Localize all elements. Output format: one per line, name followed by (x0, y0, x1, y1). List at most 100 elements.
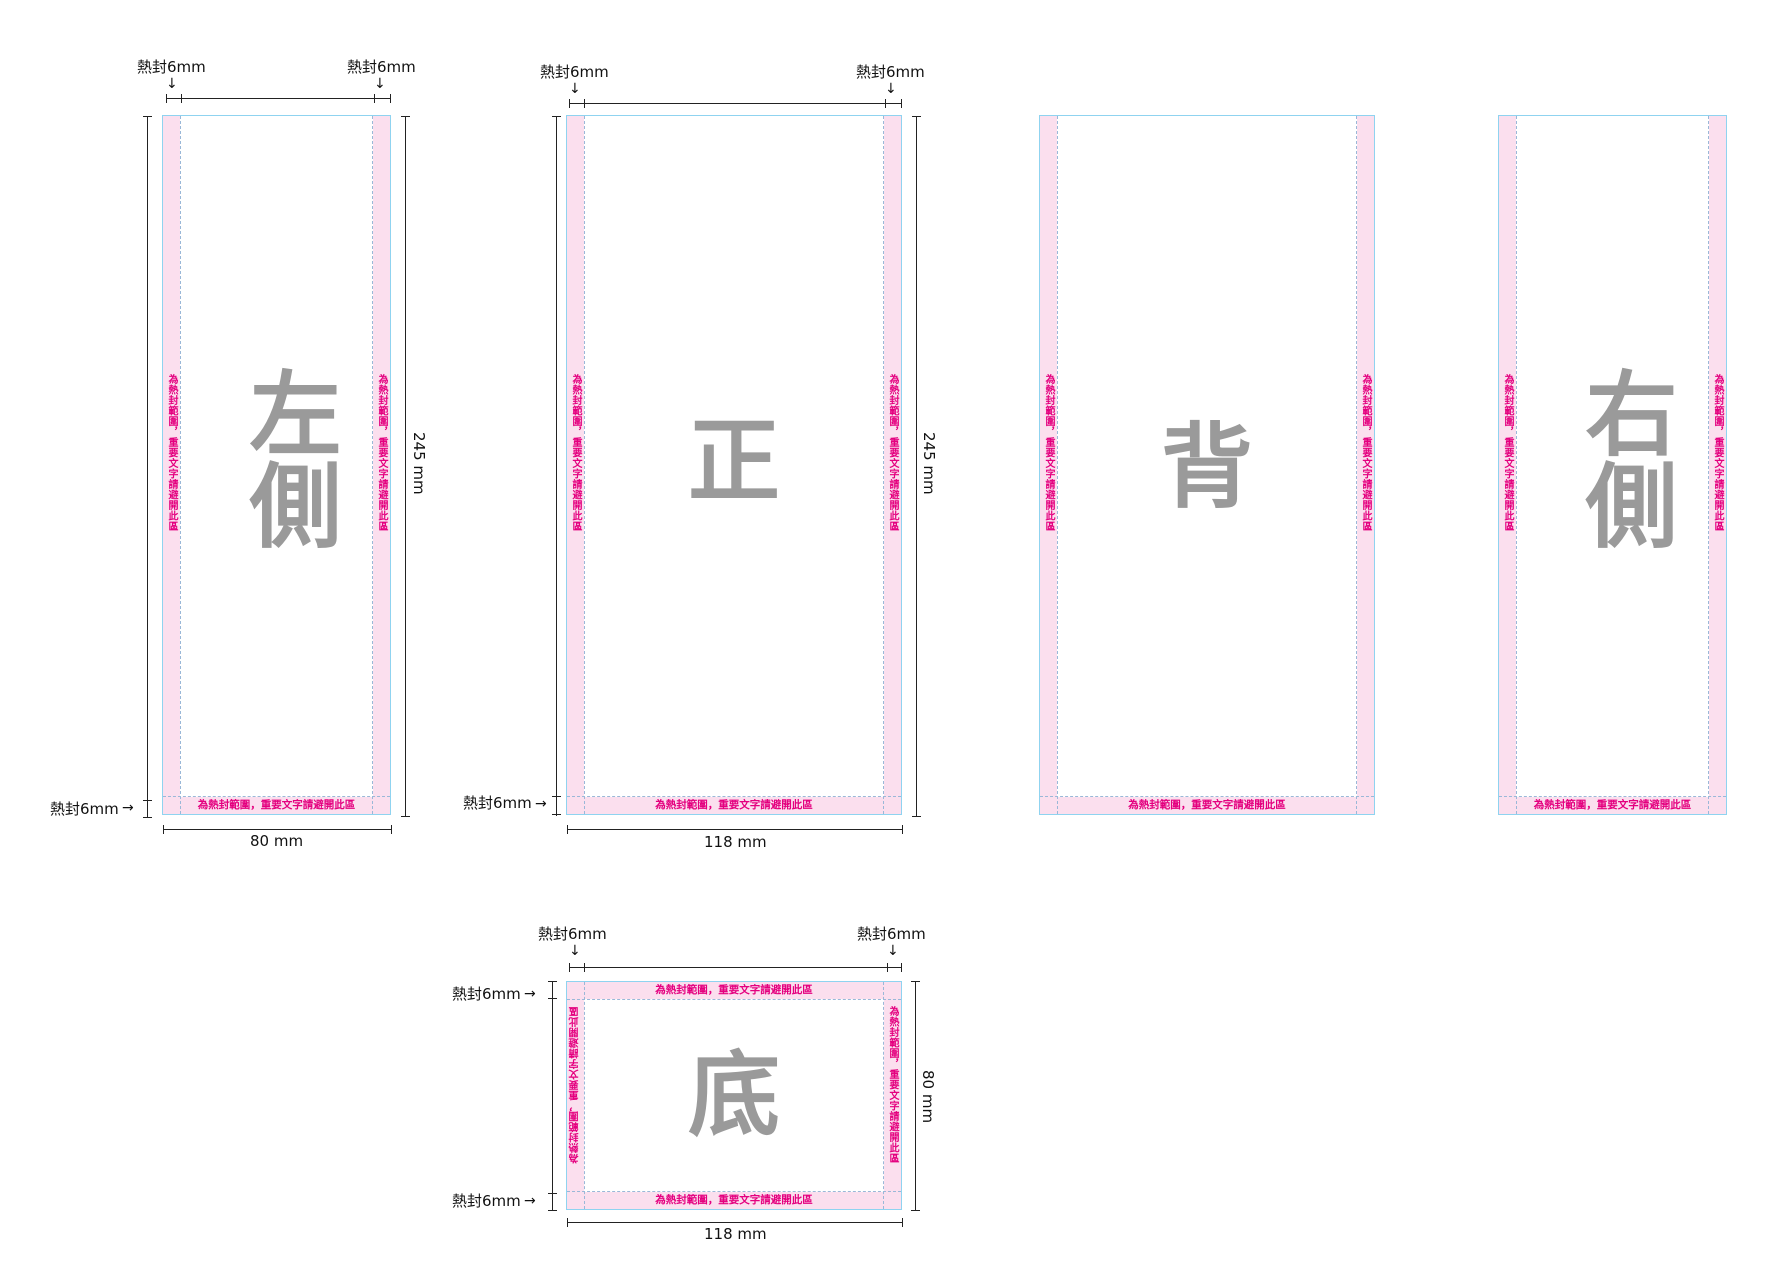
safe-line-right (883, 982, 884, 1209)
dim-tick (401, 816, 410, 817)
seal-band-top (567, 982, 901, 999)
dim-tick (548, 981, 557, 982)
panel-title-right-side: 右側 (1570, 366, 1677, 550)
panel-title-left-side: 左側 (234, 366, 341, 550)
seal-band-left (567, 999, 584, 1192)
dim-tick (567, 1218, 568, 1227)
safe-line-left (584, 982, 585, 1209)
dim-tick (901, 963, 902, 972)
arrow-down-icon: ↓ (887, 943, 899, 959)
seal-note-top: 為熱封範圍，重要文字請避開此區 (655, 984, 813, 996)
dim-tick (552, 796, 561, 797)
safe-line-right (883, 116, 884, 814)
dim-line-top-front-panel (569, 103, 902, 104)
arrow-right-icon: → (524, 1193, 536, 1209)
dim-tick (548, 1193, 557, 1194)
seal-band-bottom (567, 797, 901, 814)
dim-tick (902, 1218, 903, 1227)
seal-note-right: 為熱封範圍，重要文字請避開此區 (1360, 374, 1371, 532)
dim-tick (391, 825, 392, 834)
safe-line-bottom (163, 796, 390, 797)
dim-tick (569, 99, 570, 108)
dim-line-top-bottom-panel (569, 967, 902, 968)
dim-line-height-right-bottom-panel (915, 981, 916, 1210)
dim-tick (912, 116, 921, 117)
arrow-down-icon: ↓ (569, 943, 581, 959)
arrow-right-icon: → (524, 986, 536, 1002)
dim-tick (390, 94, 391, 103)
panel-front: 為熱封範圍，重要文字請避開此區 為熱封範圍，重要文字請避開此區 為熱封範圍，重要… (566, 115, 902, 815)
dim-tick (911, 1210, 920, 1211)
seal-note-bottom: 為熱封範圍，重要文字請避開此區 (1533, 799, 1692, 811)
seal-band-bottom (1040, 797, 1374, 814)
panel-right-side: 為熱封範圍，重要文字請避開此區 為熱封範圍，重要文字請避開此區 為熱封範圍，重要… (1498, 115, 1727, 815)
safe-line-bottom (1040, 796, 1374, 797)
seal-label-left-bottom-bottom-panel: 熱封6mm (452, 1192, 521, 1210)
seal-label-top-right: 熱封6mm (856, 63, 925, 81)
seal-note-right: 為熱封範圍，重要文字請避開此區 (1712, 374, 1723, 532)
seal-note-right: 為熱封範圍，重要文字請避開此區 (887, 374, 898, 532)
seal-note-right: 為熱封範圍，重要文字請避開此區 (887, 1006, 898, 1164)
dim-tick (143, 817, 152, 818)
seal-note-bottom: 為熱封範圍，重要文字請避開此區 (197, 799, 356, 811)
dim-tick (401, 116, 410, 117)
safe-line-top (567, 999, 901, 1000)
seal-band-left (1040, 116, 1057, 814)
arrow-down-icon: ↓ (569, 81, 581, 97)
panel-title-bottom: 底 (687, 1042, 780, 1149)
seal-note-right: 為熱封範圍，重要文字請避開此區 (376, 374, 387, 532)
arrow-down-icon: ↓ (166, 76, 178, 92)
safe-line-right (1356, 116, 1357, 814)
dim-tick (912, 816, 921, 817)
dim-tick (567, 825, 568, 834)
safe-line-left (1057, 116, 1058, 814)
seal-band-bottom (567, 1192, 901, 1209)
height-label-left-panel: 245 mm (410, 432, 428, 495)
width-label-left-panel: 80 mm (250, 832, 304, 850)
seal-label-bottom-left-panel: 熱封6mm (50, 800, 119, 818)
seal-label-top-right: 熱封6mm (857, 925, 926, 943)
safe-line-bottom (567, 1191, 901, 1192)
arrow-right-icon: → (122, 800, 134, 816)
dim-line-width-bottom-panel (567, 1222, 902, 1223)
dim-tick (181, 94, 182, 103)
dim-tick (902, 825, 903, 834)
dim-tick (548, 998, 557, 999)
seal-note-bottom: 為熱封範圍，重要文字請避開此區 (655, 799, 813, 811)
dim-tick (569, 963, 570, 972)
dim-line-height-left-bottom-panel (552, 981, 553, 1210)
safe-line-left (584, 116, 585, 814)
seal-label-top-left: 熱封6mm (137, 58, 206, 76)
panel-back: 為熱封範圍，重要文字請避開此區 為熱封範圍，重要文字請避開此區 為熱封範圍，重要… (1039, 115, 1375, 815)
width-label-bottom-panel: 118 mm (704, 1225, 767, 1243)
dim-line-width-left-panel (163, 829, 391, 830)
dim-tick (885, 99, 886, 108)
seal-band-right (884, 999, 901, 1192)
seal-label-top-left: 熱封6mm (540, 63, 609, 81)
seal-note-left: 為熱封範圍，重要文字請避開此區 (570, 374, 581, 532)
seal-note-left: 為熱封範圍，重要文字請避開此區 (1043, 374, 1054, 532)
seal-band-right (373, 116, 390, 814)
safe-line-left (180, 116, 181, 814)
height-label-bottom-panel: 80 mm (919, 1070, 937, 1124)
seal-band-bottom (163, 797, 390, 814)
seal-band-left (1499, 116, 1516, 814)
safe-line-left (1516, 116, 1517, 814)
dim-tick (584, 963, 585, 972)
panel-title-front: 正 (687, 408, 780, 515)
seal-band-right (1709, 116, 1726, 814)
dim-line-width-front-panel (567, 829, 902, 830)
seal-note-bottom: 為熱封範圍，重要文字請避開此區 (1128, 799, 1286, 811)
seal-band-bottom (1499, 797, 1726, 814)
dim-tick (163, 825, 164, 834)
panel-title-back: 背 (1160, 414, 1253, 521)
dim-tick (166, 94, 167, 103)
seal-note-left: 為熱封範圍，重要文字請避開此區 (1502, 374, 1513, 532)
seal-label-top-left: 熱封6mm (538, 925, 607, 943)
dim-tick (374, 94, 375, 103)
width-label-front-panel: 118 mm (704, 833, 767, 851)
dim-line-height-right-of-front-panel (916, 116, 917, 816)
seal-label-left-top-bottom-panel: 熱封6mm (452, 985, 521, 1003)
arrow-down-icon: ↓ (374, 76, 386, 92)
